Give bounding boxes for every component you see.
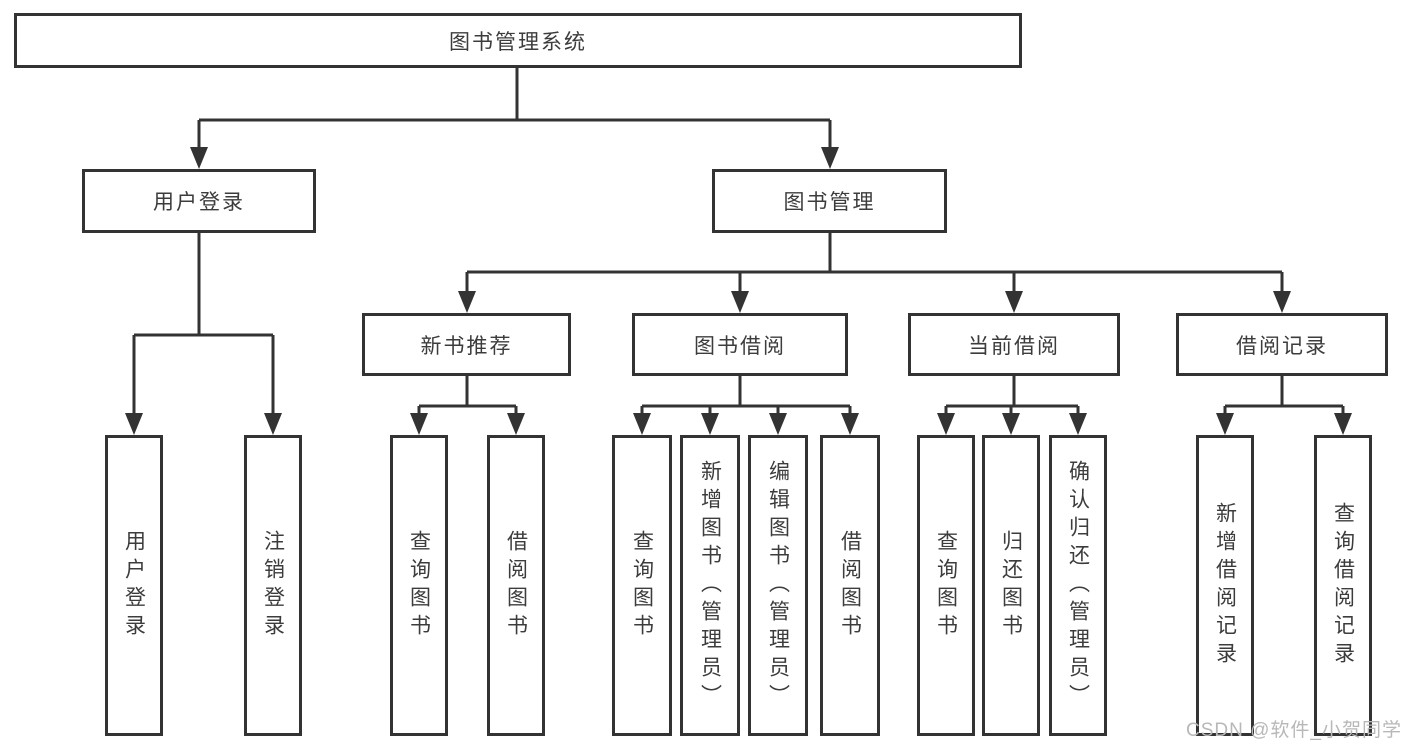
arrowhead <box>458 291 476 313</box>
node-borrow-records-label: 借阅记录 <box>1236 334 1328 358</box>
leaf-records-query-record-label: 查询借阅记录 <box>1331 501 1355 670</box>
leaf-logout-label: 注销登录 <box>261 529 285 642</box>
arrowhead <box>190 147 208 169</box>
node-book-management-label: 图书管理 <box>783 191 876 214</box>
arrowhead <box>821 147 839 169</box>
leaf-user-login-label: 用户登录 <box>122 529 146 642</box>
leaf-borrow-edit-books: 编辑图书（管理员） <box>748 435 808 736</box>
leaf-borrow-add-books-label: 新增图书（管理员） <box>698 459 722 712</box>
node-user-login: 用户登录 <box>82 169 316 233</box>
arrowhead <box>769 413 787 435</box>
arrowhead <box>1334 413 1352 435</box>
arrowhead <box>1216 413 1234 435</box>
arrowhead <box>1069 413 1087 435</box>
leaf-user-login: 用户登录 <box>105 435 163 736</box>
leaf-borrow-query-books-label: 查询图书 <box>630 529 654 642</box>
leaf-records-add-record-label: 新增借阅记录 <box>1213 501 1237 670</box>
node-current-borrow-label: 当前借阅 <box>968 334 1060 358</box>
node-new-book-recommend: 新书推荐 <box>362 313 571 376</box>
arrowhead <box>264 413 282 435</box>
leaf-recommend-borrow-books-label: 借阅图书 <box>504 529 528 642</box>
connector-root-to-level2 <box>197 68 832 150</box>
node-user-login-label: 用户登录 <box>153 191 245 214</box>
leaf-current-return-books-label: 归还图书 <box>999 529 1023 642</box>
leaf-current-confirm-return-label: 确认归还（管理员） <box>1066 459 1090 712</box>
connector-book-management-to-level3 <box>465 233 1284 294</box>
leaf-records-add-record: 新增借阅记录 <box>1196 435 1254 736</box>
leaf-recommend-query-books-label: 查询图书 <box>407 529 431 642</box>
arrowhead <box>125 413 143 435</box>
leaf-recommend-query-books: 查询图书 <box>390 435 448 736</box>
node-book-management: 图书管理 <box>712 169 947 233</box>
leaf-current-return-books: 归还图书 <box>982 435 1040 736</box>
arrowhead <box>731 291 749 313</box>
connector-user-login-to-leaves <box>132 233 275 416</box>
leaf-borrow-add-books: 新增图书（管理员） <box>680 435 740 736</box>
connector-book-borrow-to-leaves <box>640 376 852 416</box>
connector-new-book-recommend-to-leaves <box>417 376 518 416</box>
arrowhead <box>1005 291 1023 313</box>
node-book-borrow: 图书借阅 <box>632 313 848 376</box>
leaf-current-confirm-return: 确认归还（管理员） <box>1049 435 1107 736</box>
arrowhead <box>410 413 428 435</box>
arrowhead <box>633 413 651 435</box>
leaf-borrow-borrow-books: 借阅图书 <box>820 435 880 736</box>
leaf-borrow-edit-books-label: 编辑图书（管理员） <box>766 459 790 712</box>
node-current-borrow: 当前借阅 <box>908 313 1120 376</box>
node-new-book-recommend-label: 新书推荐 <box>420 334 513 358</box>
connector-borrow-records-to-leaves <box>1223 376 1345 416</box>
arrowhead <box>1273 291 1291 313</box>
arrowhead <box>701 413 719 435</box>
leaf-recommend-borrow-books: 借阅图书 <box>487 435 545 736</box>
arrowhead <box>841 413 859 435</box>
leaf-records-query-record: 查询借阅记录 <box>1314 435 1372 736</box>
leaf-current-query-books: 查询图书 <box>917 435 975 736</box>
node-root-label: 图书管理系统 <box>449 30 587 54</box>
node-book-borrow-label: 图书借阅 <box>694 334 786 358</box>
connector-current-borrow-to-leaves <box>944 376 1080 416</box>
leaf-current-query-books-label: 查询图书 <box>934 529 958 642</box>
arrowhead <box>1002 413 1020 435</box>
leaf-borrow-borrow-books-label: 借阅图书 <box>838 529 862 642</box>
node-root: 图书管理系统 <box>14 13 1022 68</box>
arrowhead <box>937 413 955 435</box>
arrowhead <box>507 413 525 435</box>
leaf-borrow-query-books: 查询图书 <box>612 435 672 736</box>
leaf-logout: 注销登录 <box>244 435 302 736</box>
node-borrow-records: 借阅记录 <box>1176 313 1388 376</box>
watermark: CSDN @软件_小贺同学 <box>1186 720 1402 741</box>
